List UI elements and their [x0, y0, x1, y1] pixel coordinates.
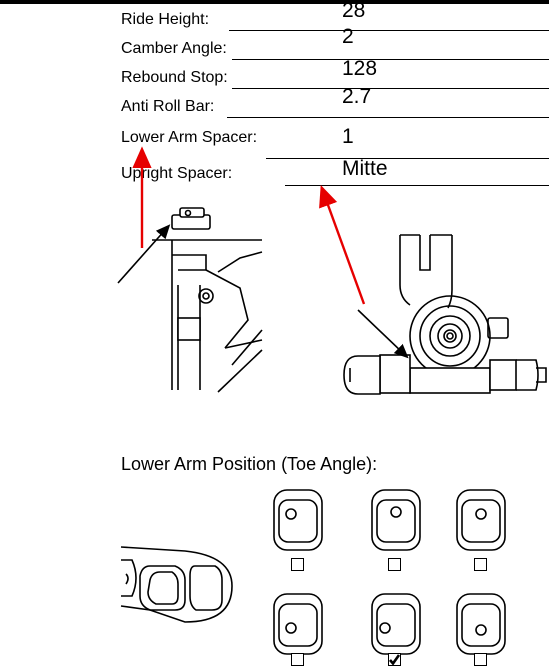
upright-spacer-underline	[285, 185, 549, 186]
anti-roll-bar-label: Anti Roll Bar:	[121, 98, 215, 115]
lower-arm-spacer-underline	[266, 158, 549, 159]
rebound-stop-value[interactable]: 128	[342, 57, 378, 80]
checkmark-icon	[388, 653, 400, 666]
lower-arm-spacer-drawing	[152, 207, 263, 393]
toe-checkbox-r1c1[interactable]	[291, 558, 304, 571]
lower-arm-spacer-label: Lower Arm Spacer:	[121, 129, 258, 146]
toe-checkbox-r1c3[interactable]	[474, 558, 487, 571]
ride-height-value[interactable]: 28	[342, 0, 366, 22]
toe-checkbox-r1c2[interactable]	[388, 558, 401, 571]
pointer-arrows-black	[117, 224, 409, 359]
rebound-stop-label: Rebound Stop:	[121, 69, 228, 86]
anti-roll-bar-value[interactable]: 2.7	[342, 85, 372, 108]
toe-position-pads	[273, 489, 506, 655]
rebound-stop-underline	[232, 88, 549, 89]
pointer-arrows-red	[132, 146, 366, 305]
ride-height-label: Ride Height:	[121, 11, 210, 28]
camber-angle-value[interactable]: 2	[342, 25, 354, 48]
lower-arm-drawing	[120, 546, 233, 623]
camber-angle-label: Camber Angle:	[121, 40, 227, 57]
upright-spacer-label: Upright Spacer:	[121, 165, 233, 182]
toe-angle-heading: Lower Arm Position (Toe Angle):	[121, 454, 378, 474]
anti-roll-bar-underline	[227, 117, 549, 118]
camber-angle-underline	[232, 59, 549, 60]
toe-checkbox-r2c1[interactable]	[291, 653, 304, 666]
ride-height-underline	[229, 30, 549, 31]
upright-spacer-value[interactable]: Mitte	[342, 157, 388, 180]
top-border	[0, 0, 549, 4]
toe-checkbox-r2c3[interactable]	[474, 653, 487, 666]
lower-arm-spacer-value[interactable]: 1	[342, 125, 354, 148]
toe-checkbox-r2c2[interactable]	[388, 653, 401, 666]
upright-spacer-drawing	[343, 234, 547, 395]
